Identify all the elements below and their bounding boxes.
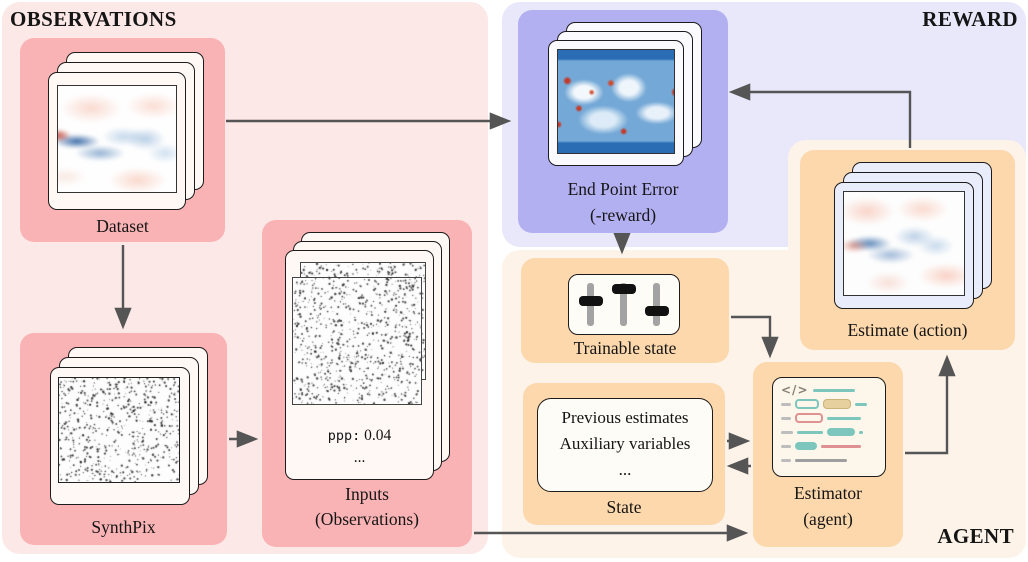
estimate-node: Estimate (action) — [800, 150, 1015, 350]
reward-heading: REWARD — [922, 7, 1018, 31]
estimate-label: Estimate (action) — [847, 320, 968, 340]
stack-card-front — [48, 72, 186, 210]
estimate-flow-image — [843, 191, 965, 296]
speckle-image-front — [292, 277, 422, 405]
epe-map-image — [557, 49, 675, 154]
state-contents-panel: Previous estimates Auxiliary variables .… — [537, 398, 713, 492]
end-point-error-node: End Point Error (-reward) — [518, 10, 728, 233]
ppp-value-line: ppp: 0.04 — [286, 427, 433, 445]
flow-field-image — [57, 85, 177, 193]
synthpix-label: SynthPix — [91, 517, 156, 537]
state-node: Previous estimates Auxiliary variables .… — [523, 383, 725, 525]
code-icon: </> — [772, 377, 886, 477]
sliders-icon — [568, 274, 680, 335]
dataset-label: Dataset — [96, 216, 149, 236]
stack-card-front — [50, 367, 190, 505]
speckle-image — [58, 377, 180, 483]
trainable-state-label: Trainable state — [573, 338, 677, 358]
dataset-node: Dataset — [20, 38, 225, 242]
code-glyph: </> — [781, 383, 809, 397]
stack-card-front — [834, 182, 974, 309]
state-contents: Previous estimates Auxiliary variables .… — [559, 408, 691, 479]
inputs-label: Inputs (Observations) — [314, 484, 419, 529]
ppp-key: ppp: — [327, 428, 361, 444]
stack-card-front: ppp: 0.04 ... — [285, 250, 434, 480]
estimator-node: </> Estimator (agent) — [753, 362, 903, 547]
state-label: State — [606, 497, 642, 517]
epe-label: End Point Error (-reward) — [567, 179, 679, 225]
trainable-state-node: Trainable state — [521, 258, 729, 363]
agent-heading: AGENT — [937, 524, 1014, 548]
estimator-label: Estimator (agent) — [793, 483, 863, 529]
stack-card-front — [548, 40, 684, 166]
observations-heading: OBSERVATIONS — [10, 7, 177, 31]
ellipsis-line: ... — [353, 449, 366, 466]
ppp-value: 0.04 — [364, 427, 392, 444]
inputs-node: ppp: 0.04 ... Inputs (Observations) — [262, 220, 472, 547]
synthpix-node: SynthPix — [20, 333, 227, 545]
